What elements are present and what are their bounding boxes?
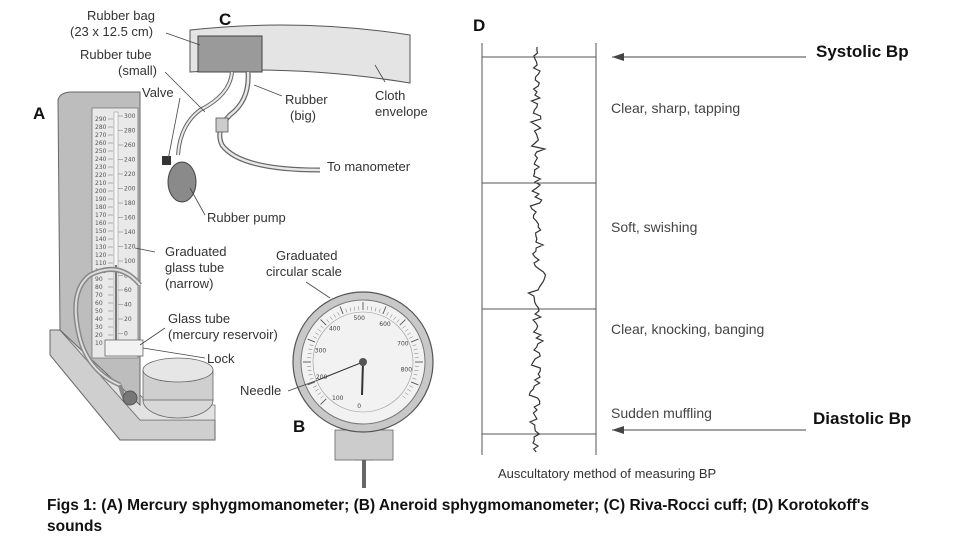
scale-number-right: 40 [124,302,132,309]
scale-number-left: 140 [95,236,107,243]
scale-number-left: 250 [95,148,107,155]
scale-number-left: 80 [95,284,103,291]
label-mercury-reservoir: (mercury reservoir) [168,327,278,342]
scale-number-left: 120 [95,252,107,259]
label-cloth: Cloth [375,88,406,103]
label-rubber-bag: Rubber bag [87,8,155,23]
scale-number-left: 50 [95,308,103,315]
scale-number-left: 30 [95,324,103,331]
scale-number-right: 120 [124,244,136,251]
scale-number-right: 20 [124,316,132,323]
rubber-pump [167,161,197,203]
phase-2-label: Soft, swishing [611,219,698,235]
mercury-sphygmomanometer: 2902802702602502402302202102001901801701… [49,91,216,441]
panel-label-a: A [33,104,46,123]
label-narrow: (narrow) [165,276,214,291]
scale-number-left: 130 [95,244,107,251]
scale-number-left: 40 [95,316,103,323]
scale-number-left: 150 [95,228,107,235]
scale-number-left: 60 [95,300,103,307]
label-lock: Lock [207,351,235,366]
scale-number-right: 200 [124,186,136,193]
figure-caption: Figs 1: (A) Mercury sphygmomanometer; (B… [47,497,870,535]
label-rubber-tube-small-size: (small) [118,63,157,78]
scale-number-left: 190 [95,196,107,203]
label-diastolic: Diastolic Bp [813,409,912,428]
scale-number-left: 90 [95,276,103,283]
scale-number-left: 20 [95,332,103,339]
dial-number: 500 [353,315,365,322]
label-cloth-envelope: envelope [375,104,428,119]
scale-number-left: 240 [95,156,107,163]
dial-number: 700 [397,340,409,347]
scale-number-right: 0 [124,331,128,338]
scale-number-left: 170 [95,212,107,219]
scale-number-right: 60 [124,287,132,294]
scale-number-left: 280 [95,124,107,131]
scale-number-left: 270 [95,132,107,139]
label-glass-tube-narrow: glass tube [165,260,225,275]
label-circular-scale: circular scale [266,264,342,279]
scale-number-left: 160 [95,220,107,227]
scale-number-left: 230 [95,164,107,171]
korotkoff-chart [481,43,806,455]
leader-lines [134,32,386,392]
dial-number: 400 [329,325,341,332]
label-valve: Valve [142,85,174,100]
aneroid-sphygmomanometer: 500 600 700 800 400 300 200 100 0 [292,291,434,488]
scale-number-right: 260 [124,142,136,149]
label-graduated-glass: Graduated [165,244,227,259]
scale-number-right: 180 [124,200,136,207]
dial-number: 0 [357,403,361,410]
label-graduated-circular: Graduated [276,248,338,263]
scale-number-left: 10 [95,340,103,347]
riva-rocci-cuff [162,24,411,203]
korotkoff-sound-trace [526,46,547,453]
scale-number-right: 100 [124,258,136,265]
dial-number: 800 [401,367,413,374]
scale-number-left: 260 [95,140,107,147]
scale-number-left: 110 [95,260,107,267]
phase-3-label: Clear, knocking, banging [611,321,765,337]
scale-number-left: 200 [95,188,107,195]
scale-number-right: 300 [124,113,136,120]
label-rubber-pump: Rubber pump [207,210,286,225]
rubber-bag [197,35,263,73]
dial-number: 100 [332,395,344,402]
label-rubber-big-size: (big) [290,108,317,123]
scale-number-left: 210 [95,180,107,187]
label-needle: Needle [240,383,282,398]
label-glass-tube: Glass tube [168,311,231,326]
label-rubber-tube-small: Rubber tube [80,47,152,62]
phase-4-label: Sudden muffling [611,405,712,421]
dial-number: 600 [379,321,391,328]
lock [104,339,144,357]
dial-number: 300 [315,348,327,355]
label-systolic: Systolic Bp [816,42,909,61]
scale-number-right: 220 [124,171,136,178]
phase-1-label: Clear, sharp, tapping [611,100,741,116]
panel-label-b: B [293,417,306,436]
scale-number-right: 160 [124,215,136,222]
scale-number-right: 280 [124,128,136,135]
scale-number-left: 290 [95,116,107,123]
panel-label-d: D [473,16,486,35]
scale-number-left: 70 [95,292,103,299]
label-rubber-big: Rubber [285,92,328,107]
needle [361,361,364,396]
panel-label-c: C [219,10,232,29]
dial-number: 200 [316,374,328,381]
label-to-manometer: To manometer [327,159,411,174]
chart-subtitle: Auscultatory method of measuring BP [498,466,717,481]
scale-number-left: 220 [95,172,107,179]
scale-number-left: 180 [95,204,107,211]
label-rubber-bag-size: (23 x 12.5 cm) [70,24,154,39]
scale-number-right: 240 [124,157,136,164]
scale-number-right: 140 [124,229,136,236]
